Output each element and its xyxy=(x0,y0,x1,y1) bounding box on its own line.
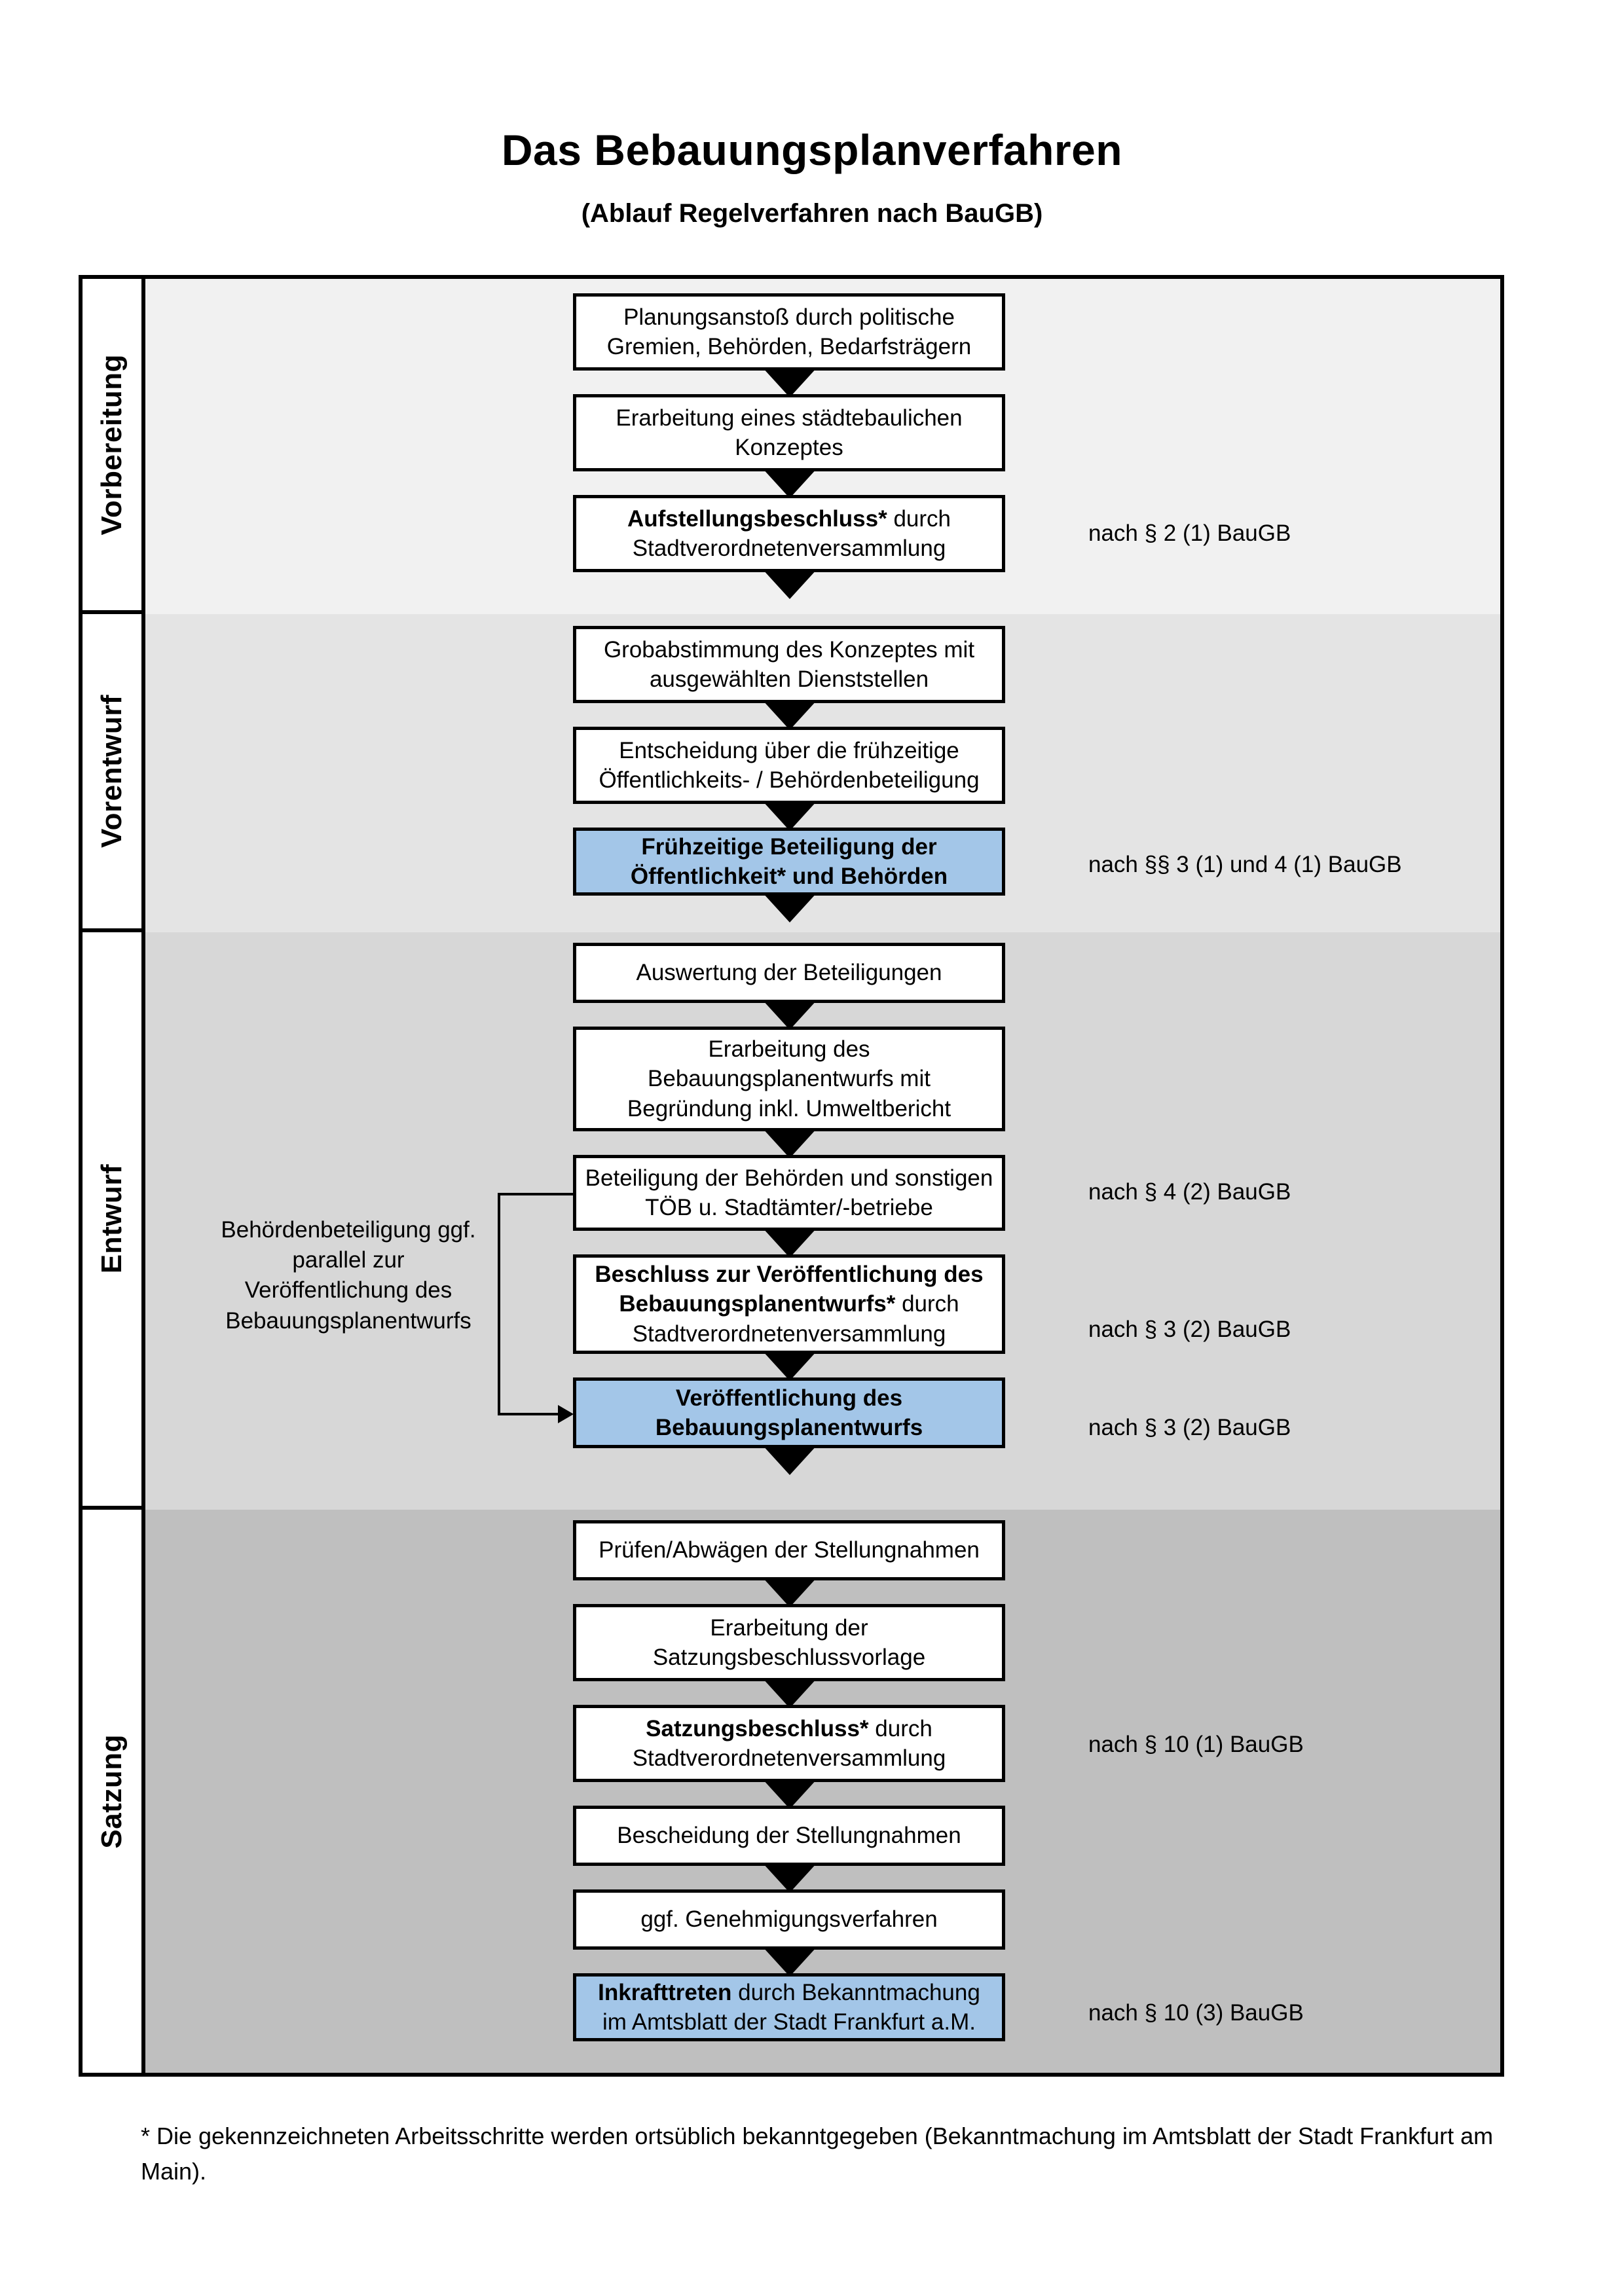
phase-label-entwurf: Entwurf xyxy=(83,932,141,1510)
footnote: * Die gekennzeichneten Arbeitsschritte w… xyxy=(141,2123,1494,2185)
phase-label-vorentwurf: Vorentwurf xyxy=(83,614,141,932)
step-box-beteiligung-behoerden: Beteiligung der Behörden und sonstigen T… xyxy=(573,1155,1005,1231)
step-box-fruehzeitige-beteiligung: Frühzeitige Beteiligung der Öffentlichke… xyxy=(573,828,1005,896)
band-satzung: Prüfen/Abwägen der Stellungnahmen Erarbe… xyxy=(145,1510,1500,2073)
flow-arrow-icon xyxy=(762,1128,817,1158)
step-box-inkrafttreten: Inkrafttreten durch Bekanntmachung im Am… xyxy=(573,1973,1005,2041)
step-text-rest: durch Stadtverordnetenversammlung xyxy=(632,1291,959,1347)
legal-reference: nach § 10 (1) BauGB xyxy=(1088,1732,1304,1757)
flow-arrow-icon xyxy=(762,569,817,599)
legal-reference: nach §§ 3 (1) und 4 (1) BauGB xyxy=(1088,852,1402,877)
phase-label-text: Vorbereitung xyxy=(96,354,128,536)
flow-arrow-icon xyxy=(762,1577,817,1607)
step-box-auswertung: Auswertung der Beteiligungen xyxy=(573,943,1005,1003)
legal-reference: nach § 10 (3) BauGB xyxy=(1088,2000,1304,2026)
page-subtitle: (Ablauf Regelverfahren nach BauGB) xyxy=(581,199,1043,228)
band-vorbereitung: Planungsanstoß durch politische Gremien,… xyxy=(145,279,1500,614)
flow-arrow-icon xyxy=(762,1779,817,1809)
phase-label-column: Vorbereitung Vorentwurf Entwurf Satzung xyxy=(83,279,145,2073)
step-box-konzept: Erarbeitung eines städtebaulichen Konzep… xyxy=(573,394,1005,471)
flow-arrow-icon xyxy=(762,1445,817,1475)
step-text: Beteiligung der Behörden und sonstigen T… xyxy=(585,1165,993,1221)
title-block: Das Bebauungsplanverfahren (Ablauf Regel… xyxy=(0,0,1624,227)
flow-arrow-icon xyxy=(762,700,817,730)
step-text: Aufstellungsbeschluss* durch Stadtverord… xyxy=(584,504,994,564)
phase-label-text: Satzung xyxy=(96,1734,128,1849)
step-text-bold: Aufstellungsbeschluss* xyxy=(627,505,887,532)
legal-reference: nach § 4 (2) BauGB xyxy=(1088,1179,1291,1205)
step-text-bold: Frühzeitige Beteiligung der Öffentlichke… xyxy=(630,833,948,890)
step-text: Planungsanstoß durch politische Gremien,… xyxy=(606,304,972,360)
step-text-bold: Veröffentlichung des Bebauungsplanentwur… xyxy=(655,1385,923,1441)
step-text-bold: Beschluss zur Veröffentlichung des Bebau… xyxy=(595,1261,984,1317)
step-box-entscheidung-beteiligung: Entscheidung über die frühzeitige Öffent… xyxy=(573,727,1005,804)
step-text: Grobabstimmung des Konzeptes mit ausgewä… xyxy=(603,636,975,693)
diagram-bands: Planungsanstoß durch politische Gremien,… xyxy=(145,279,1500,2073)
step-box-veroeffentlichung-entwurf: Veröffentlichung des Bebauungsplanentwur… xyxy=(573,1377,1005,1448)
phase-label-satzung: Satzung xyxy=(83,1510,141,2073)
step-text: Auswertung der Beteiligungen xyxy=(636,960,942,986)
legal-reference: nach § 3 (2) BauGB xyxy=(1088,1317,1291,1342)
step-box-aufstellungsbeschluss: Aufstellungsbeschluss* durch Stadtverord… xyxy=(573,495,1005,572)
sidenote-behoerdenbeteiligung: Behördenbeteiligung ggf. parallel zur Ve… xyxy=(221,1217,476,1334)
flow-arrow-icon xyxy=(762,892,817,922)
flow-arrow-icon xyxy=(762,1678,817,1708)
step-box-satzungsbeschlussvorlage: Erarbeitung der Satzungsbeschlussvorlage xyxy=(573,1604,1005,1681)
bracket-line-vertical xyxy=(498,1193,500,1415)
step-text: ggf. Genehmigungsverfahren xyxy=(640,1906,938,1933)
step-box-beschluss-veroeffentlichung: Beschluss zur Veröffentlichung des Bebau… xyxy=(573,1254,1005,1354)
legal-reference: nach § 3 (2) BauGB xyxy=(1088,1415,1291,1440)
step-text-rest: durch Stadtverordnetenversammlung xyxy=(632,505,951,562)
bracket-arrow-icon xyxy=(558,1405,574,1423)
flow-arrow-icon xyxy=(762,1946,817,1977)
step-box-bescheidung: Bescheidung der Stellungnahmen xyxy=(573,1806,1005,1866)
step-text-bold: Inkrafttreten xyxy=(598,1979,732,2005)
phase-label-text: Vorentwurf xyxy=(96,695,128,848)
legal-reference: nach § 2 (1) BauGB xyxy=(1088,520,1291,546)
flow-arrow-icon xyxy=(762,1863,817,1893)
flow-arrow-icon xyxy=(762,1351,817,1381)
band-vorentwurf: Grobabstimmung des Konzeptes mit ausgewä… xyxy=(145,614,1500,932)
step-text: Inkrafttreten durch Bekanntmachung im Am… xyxy=(584,1978,994,2037)
step-box-grobabstimmung: Grobabstimmung des Konzeptes mit ausgewä… xyxy=(573,626,1005,703)
step-text: Erarbeitung des Bebauungsplanentwurfs mi… xyxy=(627,1036,951,1121)
step-text: Beschluss zur Veröffentlichung des Bebau… xyxy=(584,1260,994,1349)
page-title: Das Bebauungsplanverfahren xyxy=(501,126,1123,174)
flow-arrow-icon xyxy=(762,367,817,397)
step-box-erarbeitung-entwurf: Erarbeitung des Bebauungsplanentwurfs mi… xyxy=(573,1027,1005,1131)
bracket-line-top xyxy=(498,1193,574,1195)
process-diagram: Vorbereitung Vorentwurf Entwurf Satzung … xyxy=(79,275,1504,2077)
step-text: Entscheidung über die frühzeitige Öffent… xyxy=(599,737,980,793)
flow-arrow-icon xyxy=(762,1000,817,1030)
phase-label-text: Entwurf xyxy=(96,1164,128,1274)
step-text-rest: durch Stadtverordnetenversammlung xyxy=(632,1715,946,1772)
flow-arrow-icon xyxy=(762,468,817,498)
step-text: Satzungsbeschluss* durch Stadtverordnete… xyxy=(584,1714,994,1774)
step-text: Erarbeitung eines städtebaulichen Konzep… xyxy=(616,405,963,461)
step-text: Erarbeitung der Satzungsbeschlussvorlage xyxy=(652,1614,926,1671)
step-text: Bescheidung der Stellungnahmen xyxy=(617,1823,961,1849)
bracket-line-bottom xyxy=(498,1413,561,1415)
band-entwurf: Auswertung der Beteiligungen Erarbeitung… xyxy=(145,932,1500,1510)
phase-label-vorbereitung: Vorbereitung xyxy=(83,279,141,614)
step-text-bold: Satzungsbeschluss* xyxy=(646,1715,869,1741)
flow-arrow-icon xyxy=(762,801,817,831)
step-box-planungsanstoss: Planungsanstoß durch politische Gremien,… xyxy=(573,293,1005,371)
step-box-satzungsbeschluss: Satzungsbeschluss* durch Stadtverordnete… xyxy=(573,1705,1005,1782)
step-box-genehmigungsverfahren: ggf. Genehmigungsverfahren xyxy=(573,1889,1005,1950)
step-text: Prüfen/Abwägen der Stellungnahmen xyxy=(599,1537,980,1563)
flow-arrow-icon xyxy=(762,1228,817,1258)
step-box-pruefen-abwaegen: Prüfen/Abwägen der Stellungnahmen xyxy=(573,1520,1005,1580)
step-text-rest: durch Bekanntmachung im Amtsblatt der St… xyxy=(602,1979,980,2035)
